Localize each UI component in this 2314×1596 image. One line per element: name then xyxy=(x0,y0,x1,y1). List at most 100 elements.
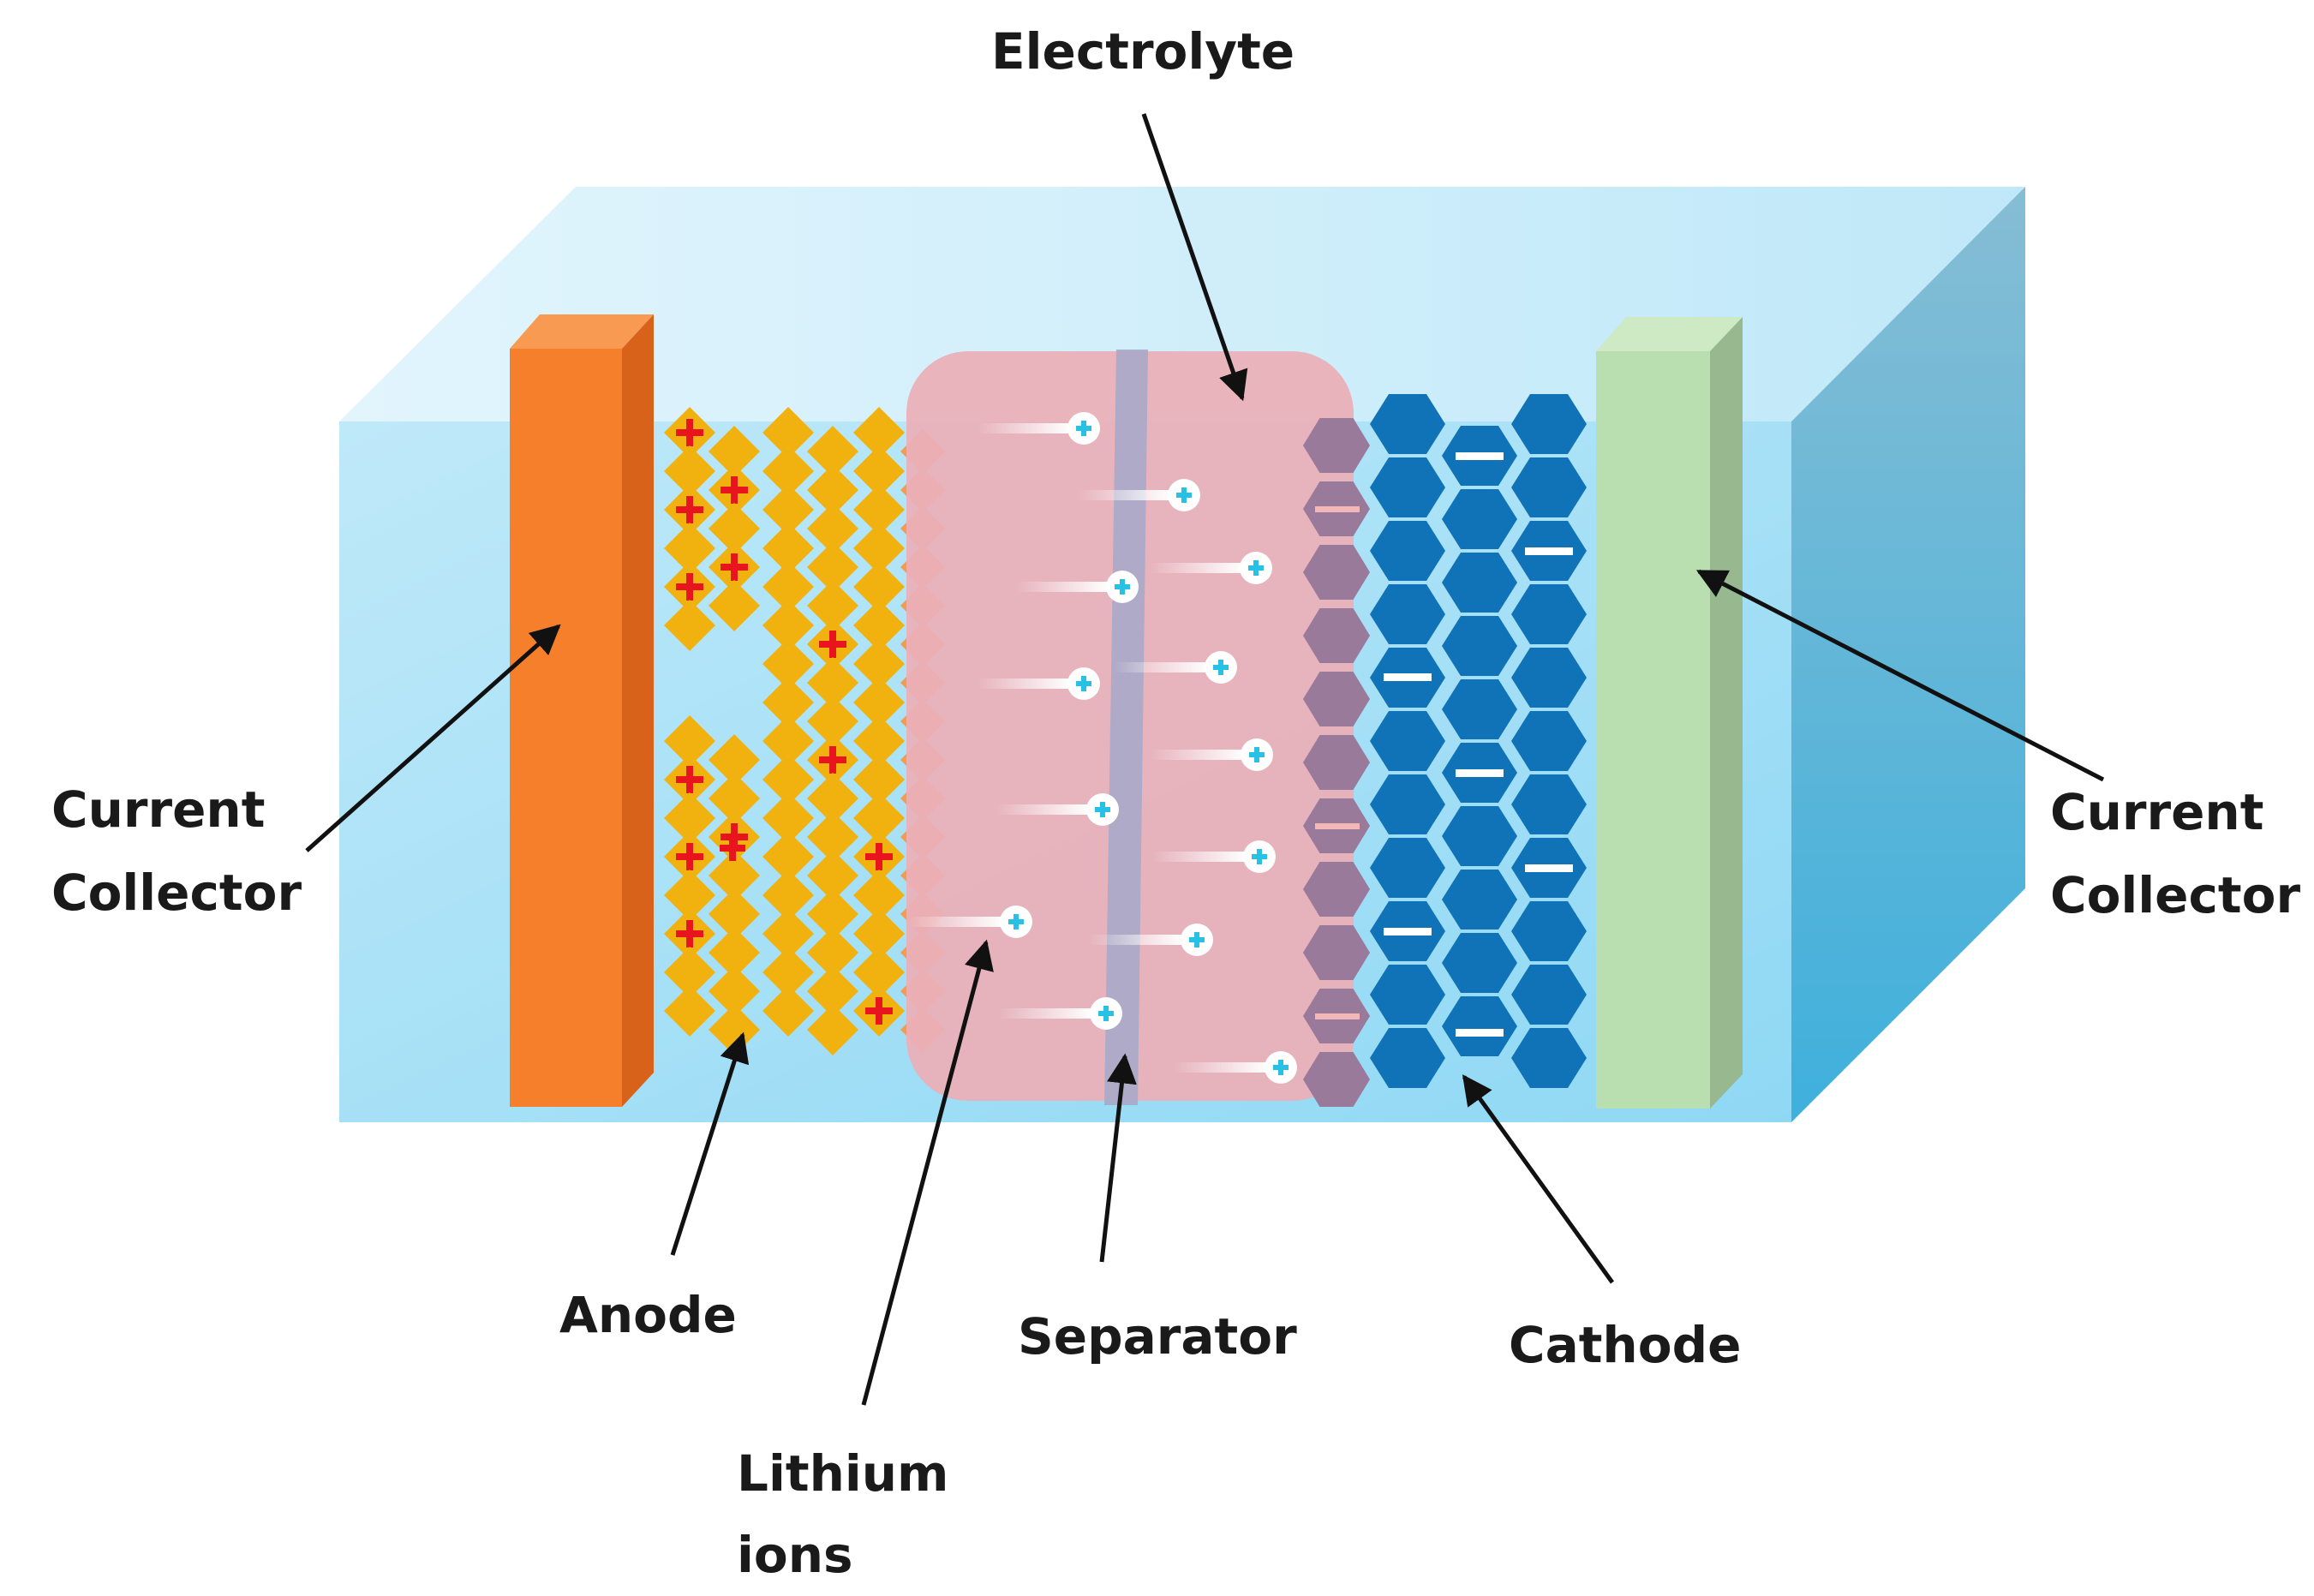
cathode-particle xyxy=(1511,584,1587,644)
anode-particle xyxy=(664,600,715,651)
right-collector-front xyxy=(1596,351,1710,1109)
right-current-collector xyxy=(1596,317,1743,1109)
label-lithium-ions-line2: ions xyxy=(737,1526,853,1584)
cathode-minus-icon xyxy=(1456,452,1504,460)
anode-particle xyxy=(664,792,715,844)
cathode-minus-icon xyxy=(1456,769,1504,777)
anode-particle xyxy=(807,1004,858,1055)
anode-particle xyxy=(853,870,905,921)
anode-plus-icon-vertical xyxy=(686,419,693,446)
casing-side-face xyxy=(1791,187,2025,1122)
cathode-minus-icon xyxy=(1525,547,1573,555)
anode-particle xyxy=(762,600,814,651)
left-collector-side xyxy=(622,314,654,1107)
anode-plus-icon-vertical xyxy=(829,631,836,658)
anode-particle xyxy=(853,407,905,458)
anode-particle xyxy=(709,888,760,940)
cathode-particle xyxy=(1370,457,1445,517)
anode-particle xyxy=(853,792,905,844)
cathode-particle xyxy=(1511,965,1587,1025)
cathode-particle xyxy=(1370,584,1445,644)
ion-plus-icon-vertical xyxy=(1081,676,1086,691)
anode-particle xyxy=(762,445,814,497)
ion-plus-icon-vertical xyxy=(1257,849,1262,864)
ion-plus-icon-vertical xyxy=(1218,660,1223,675)
arrow-anode xyxy=(670,1031,750,1256)
anode-particle xyxy=(853,754,905,805)
anode-particle xyxy=(807,965,858,1017)
anode-particle xyxy=(853,484,905,535)
anode-particle xyxy=(807,580,858,631)
anode-particle xyxy=(762,523,814,574)
cathode-particle xyxy=(1511,901,1587,961)
anode-particle xyxy=(807,888,858,940)
ion-plus-icon-vertical xyxy=(1081,421,1086,436)
label-current-collector-left-line1: Current xyxy=(51,780,265,839)
anode-particle xyxy=(807,426,858,477)
cathode xyxy=(1303,394,1587,1107)
ion-plus-icon-vertical xyxy=(1103,1006,1109,1021)
cathode-particle xyxy=(1442,679,1517,739)
cathode-particle xyxy=(1370,521,1445,581)
ion-plus-icon-vertical xyxy=(1181,487,1187,503)
label-current-collector-right-line2: Collector xyxy=(2050,866,2300,924)
anode-particle xyxy=(709,734,760,786)
arrow-current-collector-left xyxy=(305,624,561,852)
cathode-particle xyxy=(1370,838,1445,898)
cathode-minus-icon xyxy=(1525,864,1573,872)
cathode-edge-particle xyxy=(1303,1052,1370,1107)
label-current-collector-left-line2: Collector xyxy=(51,864,302,922)
anode-plus-icon-vertical xyxy=(829,746,836,774)
minus-icon xyxy=(1315,823,1360,829)
anode-particle xyxy=(853,600,905,651)
anode-particle xyxy=(762,947,814,998)
ion-trail xyxy=(977,678,1071,689)
label-cathode: Cathode xyxy=(1509,1316,1741,1374)
label-separator: Separator xyxy=(1018,1307,1297,1366)
cathode-edge-particle xyxy=(1303,862,1370,917)
cathode-particle xyxy=(1511,711,1587,771)
ion-plus-icon-vertical xyxy=(1278,1060,1283,1075)
anode-particle xyxy=(762,715,814,767)
anode-particle xyxy=(853,445,905,497)
anode-particle xyxy=(762,638,814,690)
label-current-collector-right-line1: Current xyxy=(2050,783,2263,841)
anode-particle xyxy=(709,426,760,477)
cathode-particle xyxy=(1442,553,1517,613)
cathode-particle xyxy=(1442,996,1517,1056)
anode-particle xyxy=(807,657,858,708)
arrow-lithium-ions xyxy=(861,939,994,1406)
ion-trail xyxy=(996,804,1090,815)
anode-particle xyxy=(807,464,858,516)
cathode-particle xyxy=(1511,457,1587,517)
anode-particle xyxy=(853,677,905,728)
cathode-particle xyxy=(1442,933,1517,993)
label-lithium-ions: Lithium ions xyxy=(737,1444,966,1584)
anode-particle xyxy=(709,850,760,901)
anode-particle xyxy=(709,965,760,1017)
label-lithium-ions-line1: Lithium xyxy=(737,1444,948,1503)
arrow-cathode xyxy=(1462,1074,1615,1284)
anode-particle xyxy=(664,985,715,1037)
anode-particle xyxy=(853,561,905,613)
cathode-particle xyxy=(1511,394,1587,454)
cathode-particle xyxy=(1370,711,1445,771)
anode-particle xyxy=(762,754,814,805)
cathode-edge-particle xyxy=(1303,925,1370,980)
ion-plus-icon-vertical xyxy=(1120,579,1125,595)
ion-trail xyxy=(999,1008,1093,1019)
arrow-separator xyxy=(1099,1053,1137,1263)
cathode-particle xyxy=(1442,616,1517,676)
anode-particle xyxy=(664,870,715,921)
cathode-edge-particle xyxy=(1303,418,1370,473)
anode-plus-icon-vertical xyxy=(686,920,693,947)
anode-particle xyxy=(709,580,760,631)
ion-trail xyxy=(1077,490,1171,500)
anode-particle xyxy=(762,792,814,844)
anode-particle xyxy=(664,947,715,998)
arrow-current-collector-right xyxy=(1695,569,2105,782)
cathode-particle xyxy=(1370,1028,1445,1088)
label-current-collector-left: Current Collector xyxy=(51,780,302,922)
